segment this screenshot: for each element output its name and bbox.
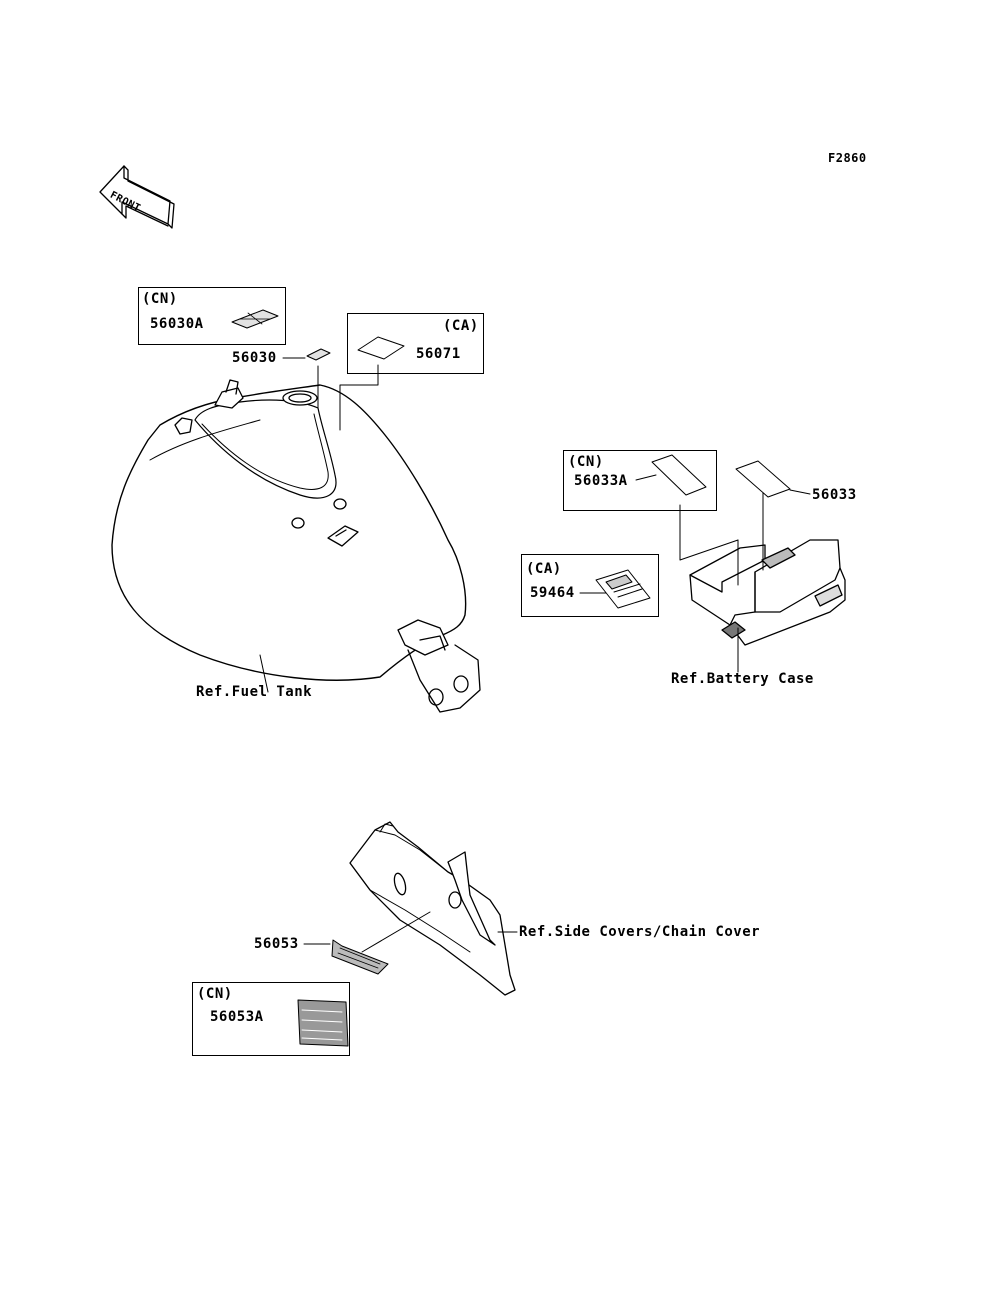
- fuel-tank-cn-part: 56030A: [150, 316, 204, 332]
- chain-cover-part-56053: 56053: [254, 936, 299, 952]
- chain-cover-ref-label: Ref.Side Covers/Chain Cover: [519, 924, 761, 940]
- fuel-tank-cn-market: (CN): [142, 291, 178, 307]
- battery-ca-part: 59464: [530, 585, 575, 601]
- sticker-56030: [306, 348, 331, 361]
- sticker-56071: [357, 336, 405, 360]
- battery-ca-market: (CA): [526, 561, 562, 577]
- figure-id: F2860: [828, 151, 867, 165]
- front-arrow-icon: [99, 165, 175, 229]
- fuel-tank-ca-market: (CA): [443, 318, 479, 334]
- sticker-56053a: [297, 999, 349, 1047]
- battery-ca-box: [521, 554, 659, 617]
- battery-cn-market: (CN): [568, 454, 604, 470]
- sticker-56033a: [651, 454, 707, 496]
- fuel-tank-part-56030: 56030: [232, 350, 277, 366]
- sticker-56033: [735, 460, 791, 498]
- fuel-tank-cn-box: [138, 287, 286, 345]
- fuel-tank-ca-part: 56071: [416, 346, 461, 362]
- battery-cn-part: 56033A: [574, 473, 628, 489]
- fuel-tank-drawing: [111, 379, 481, 713]
- battery-ref-label: Ref.Battery Case: [671, 671, 814, 687]
- fuel-tank-ca-box: [347, 313, 484, 374]
- sticker-59464: [595, 569, 651, 609]
- battery-cn-box: [563, 450, 717, 511]
- chain-cover-cn-part: 56053A: [210, 1009, 264, 1025]
- battery-case-drawing: [689, 539, 846, 646]
- sticker-56053: [331, 939, 389, 975]
- fuel-tank-ref-label: Ref.Fuel Tank: [196, 684, 313, 700]
- chain-cover-cn-box: [192, 982, 350, 1056]
- chain-cover-cn-market: (CN): [197, 986, 233, 1002]
- battery-part-56033: 56033: [812, 487, 857, 503]
- chain-cover-drawing: [349, 821, 516, 996]
